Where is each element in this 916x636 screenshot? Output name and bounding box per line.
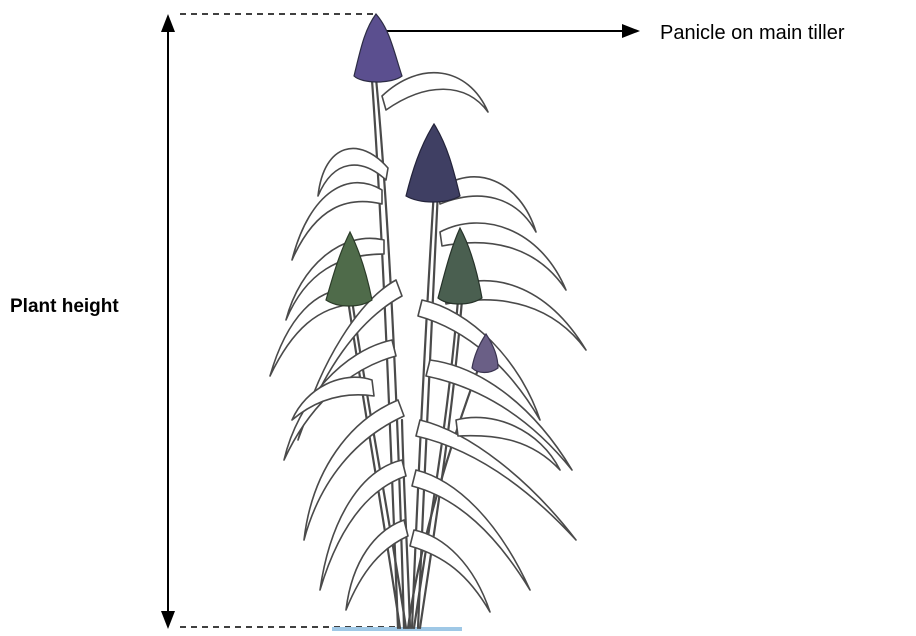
height-arrow [161, 14, 175, 629]
panicle-label: Panicle on main tiller [660, 22, 845, 45]
plant-height-label: Plant height [10, 296, 119, 318]
main-tiller-panicle [354, 14, 402, 82]
leaf [284, 340, 396, 460]
panicle [406, 124, 460, 202]
panicle-pointer-arrow [386, 24, 640, 38]
leaf [346, 520, 408, 610]
